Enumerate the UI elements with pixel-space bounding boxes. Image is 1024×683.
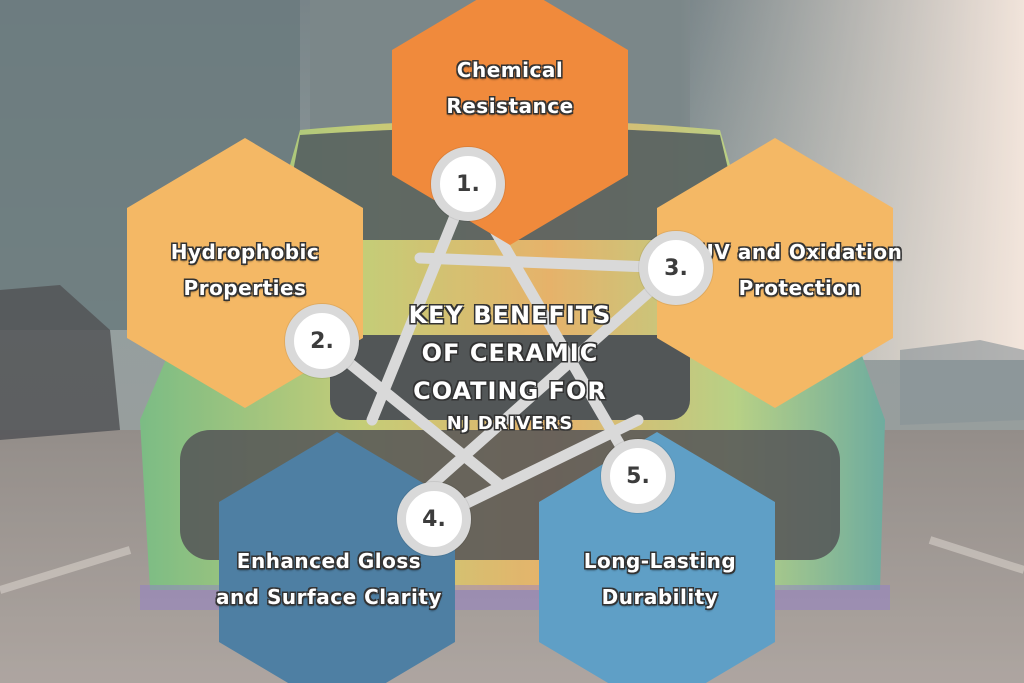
benefit-3-line-1: UV and Oxidation [697,240,903,264]
benefit-5-label: Long-Lasting Durability [550,543,770,615]
benefit-5-line-2: Durability [601,585,719,609]
connector-1-4 [366,178,474,426]
benefit-2-label: Hydrophobic Properties [135,234,355,306]
title-line-4: NJ DRIVERS [446,413,574,434]
benefit-4-line-2: and Surface Clarity [216,585,442,609]
benefit-3-number-badge: 3. [639,231,713,305]
benefit-3-hexagon [657,138,893,408]
connector-lines [316,178,682,526]
benefit-5-hexagon [539,432,775,683]
connector-2-4 [316,335,506,491]
benefit-4-hexagon [219,432,455,683]
title-line-1: KEY BENEFITS [408,301,612,329]
connector-4-5 [428,414,644,525]
benefit-1-line-2: Resistance [446,94,574,118]
benefit-3-line-2: Protection [738,276,862,300]
benefit-3-label: UV and Oxidation Protection [690,234,910,306]
title-line-3: COATING FOR [413,377,607,405]
title-line-2: OF CERAMIC [421,339,599,367]
benefit-5-line-1: Long-Lasting [583,549,737,573]
diagram-title: KEY BENEFITS OF CERAMIC COATING FOR NJ D… [400,296,620,438]
benefit-2-line-2: Properties [183,276,307,300]
benefit-1-label: Chemical Resistance [400,52,620,124]
connector-3-4 [386,262,682,526]
connector-2-3 [414,252,682,274]
benefit-1-number-badge: 1. [431,147,505,221]
benefit-2-number-badge: 2. [285,304,359,378]
benefit-4-label: Enhanced Gloss and Surface Clarity [214,543,444,615]
benefit-4-line-1: Enhanced Gloss [236,549,422,573]
benefit-2-line-1: Hydrophobic [170,240,320,264]
benefit-1-line-1: Chemical [456,58,564,82]
benefit-5-number-badge: 5. [601,439,675,513]
benefit-4-number-badge: 4. [397,482,471,556]
